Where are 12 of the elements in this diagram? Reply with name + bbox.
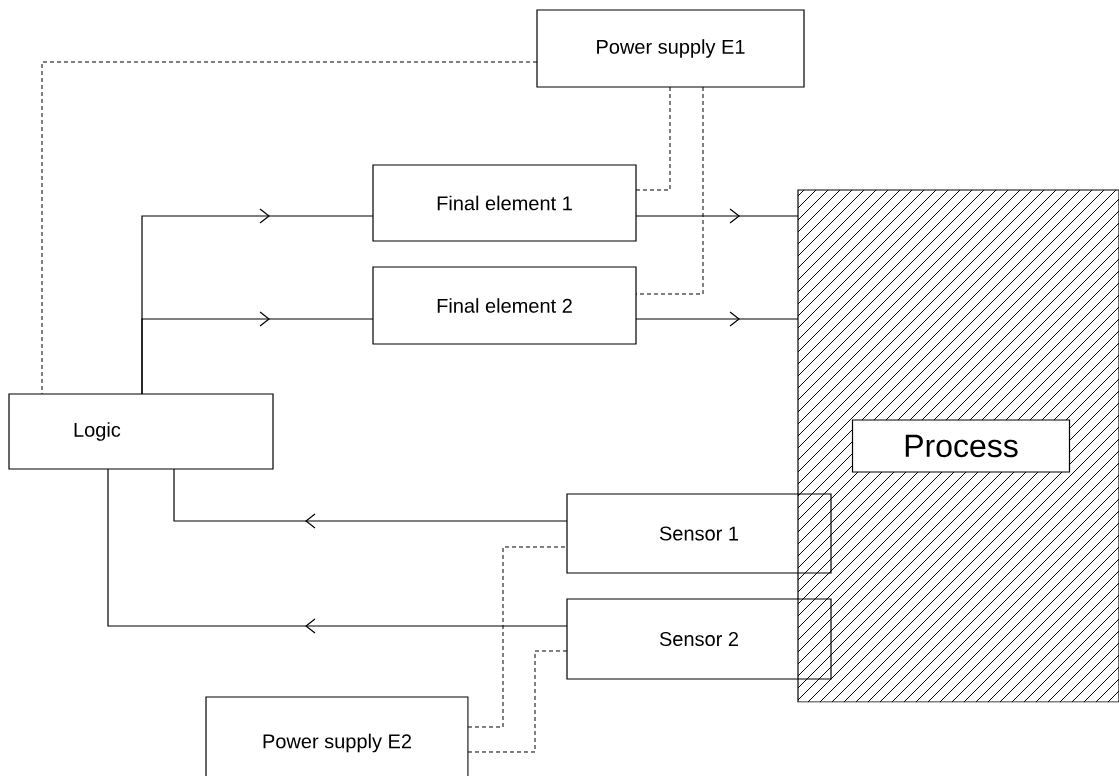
labelled-box: Sensor 1	[566, 493, 832, 574]
dashed-line	[635, 86, 704, 295]
hatched-process-area: Process	[797, 189, 1119, 703]
labelled-box: Power supply E1	[536, 9, 805, 88]
dashed-line	[41, 61, 538, 395]
dashed-line	[635, 86, 671, 191]
dashed-line	[467, 650, 568, 753]
labelled-box: Power supply E2	[205, 696, 469, 776]
labelled-box: Final element 1	[372, 164, 637, 242]
labelled-box: Sensor 2	[566, 598, 832, 680]
labelled-box: Logic	[8, 393, 274, 470]
labelled-box: Final element 2	[372, 266, 637, 345]
